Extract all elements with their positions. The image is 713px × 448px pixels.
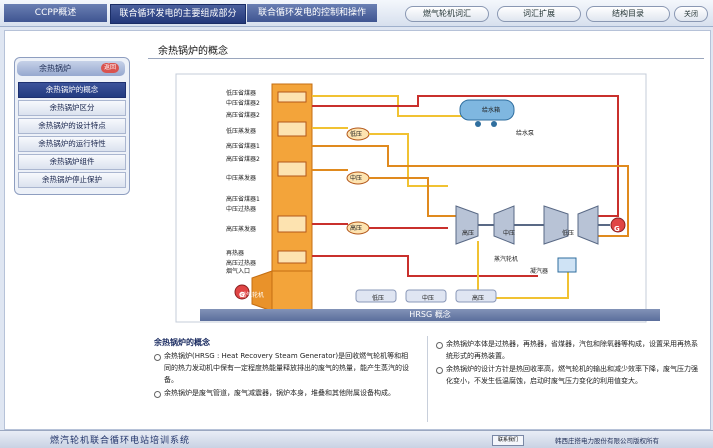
sidebar-back-button[interactable]: 返回: [101, 63, 119, 73]
label-feed-pump: 给水泵: [516, 130, 535, 137]
boiler-casing: [271, 83, 313, 283]
pipe-hp-main: [312, 95, 619, 217]
coil-hp-evaporator: [277, 215, 307, 233]
st-generator-icon: [610, 217, 626, 233]
sidebar-header-label: 余热锅炉: [39, 64, 71, 73]
legend-lp-button[interactable]: 低压: [372, 295, 385, 302]
label-boiler-section: 高压省煤器1: [226, 196, 260, 203]
label-turbine-lp: 低压: [562, 230, 575, 237]
legend-hp-button[interactable]: 高压: [472, 295, 485, 302]
sidebar-item-operating-characteristics[interactable]: 余热锅炉的运行特性: [18, 136, 126, 152]
sidebar-item-concept[interactable]: 余热锅炉的概念: [18, 82, 126, 98]
label-boiler-section: 高压省煤器2: [226, 112, 260, 119]
label-turbine-ip: 中压: [503, 230, 516, 237]
tab-main-components[interactable]: 联合循环发电的主要组成部分: [110, 4, 246, 24]
label-drum-ip: 中压: [350, 175, 363, 182]
sidebar-item-shutdown-protection[interactable]: 余热锅炉停止保护: [18, 172, 126, 188]
paragraph-1: 余热锅炉(HRSG : Heat Recovery Steam Generato…: [164, 352, 409, 384]
feedwater-tank-icon: [459, 99, 515, 121]
label-boiler-section: 中压蒸发器: [226, 175, 257, 182]
top-navigation: CCPP概述 联合循环发电的主要组成部分 联合循环发电的控制和操作 燃气轮机词汇…: [0, 0, 713, 27]
label-boiler-section: 低压省煤器: [226, 90, 257, 97]
sidebar-header: 余热锅炉 返回: [17, 61, 125, 76]
legend-ip-button[interactable]: 中压: [422, 295, 435, 302]
label-boiler-section: 低压蒸发器: [226, 128, 257, 135]
copyright: 韩西庄搭电力股份有限公司版权所有: [555, 437, 659, 445]
contact-button[interactable]: 联系我们: [492, 435, 524, 446]
gt-generator-icon: [234, 284, 250, 300]
label-boiler-section: 中压过热器: [226, 206, 257, 213]
section-heading: 余热锅炉的概念: [154, 338, 210, 347]
label-drum-hp: 高压: [350, 225, 363, 232]
paragraph-4: 余热锅炉的设计方针是热回收率高，燃气轮机的输出和减少效率下降，废气压力强化变小，…: [446, 365, 698, 385]
bullet-icon: [436, 342, 443, 349]
legend-hp-bg: [455, 289, 497, 303]
label-feedwater-tank: 给水箱: [482, 107, 501, 114]
sidebar-item-design-features[interactable]: 余热锅炉的设计特点: [18, 118, 126, 134]
feed-pump-icon: [475, 121, 481, 127]
glossary-button[interactable]: 燃气轮机词汇: [405, 6, 489, 22]
label-st-generator: G: [614, 225, 620, 233]
legend-lp-bg: [355, 289, 397, 303]
title-divider: [148, 58, 704, 59]
label-drum-lp: 低压: [350, 131, 363, 138]
label-boiler-section: 烟气入口: [226, 268, 251, 275]
turbine-ip-icon: [493, 205, 515, 245]
pipe-reheat: [312, 255, 538, 277]
pipe-ip-2: [369, 177, 458, 217]
sidebar-item-components[interactable]: 余热锅炉组件: [18, 154, 126, 170]
turbine-hp-icon: [455, 205, 479, 245]
feed-pump-icon-2: [491, 121, 497, 127]
vocabulary-expansion-button[interactable]: 词汇扩展: [497, 6, 581, 22]
page-title: 余热锅炉的概念: [158, 46, 228, 57]
legend-ip-bg: [405, 289, 447, 303]
label-condenser: 凝汽器: [530, 268, 549, 275]
turbine-lp-icon: [543, 205, 569, 245]
coil-reheater: [277, 250, 307, 264]
label-gt-generator: G: [239, 291, 245, 299]
structure-index-button[interactable]: 结构目录: [586, 6, 670, 22]
system-name: 燃汽轮机联合循环电站培训系统: [50, 436, 191, 446]
label-turbine-hp: 高压: [462, 230, 475, 237]
label-steam-turbine: 蒸汽轮机: [494, 256, 519, 263]
close-button[interactable]: 关闭: [674, 6, 708, 22]
paragraph-2: 余热锅炉是废气管道，废气减震器，锅炉本身，堆叠和其他附属设备构成。: [164, 389, 395, 397]
paragraph-3: 余热锅炉本体是过热器，再热器，省煤器，汽包和除氧器等构成，设置采用再热系统形式的…: [446, 340, 698, 360]
tab-ccpp-overview[interactable]: CCPP概述: [4, 4, 107, 22]
label-boiler-section: 高压过热器: [226, 260, 257, 267]
label-boiler-section: 高压蒸发器: [226, 226, 257, 233]
diagram-caption: HRSG 概念: [200, 309, 660, 321]
label-boiler-section: 高压省煤器1: [226, 143, 260, 150]
bullet-icon: [154, 391, 161, 398]
bullet-icon: [154, 354, 161, 361]
label-boiler-section: 中压省煤器2: [226, 100, 260, 107]
label-boiler-section: 高压省煤器2: [226, 156, 260, 163]
coil-lp-evaporator: [277, 121, 307, 137]
coil-lp-economizer: [277, 91, 307, 103]
bullet-icon: [436, 367, 443, 374]
tab-control-operation[interactable]: 联合循环发电的控制和操作: [247, 4, 377, 22]
column-divider: [427, 336, 428, 422]
coil-ip-evaporator: [277, 161, 307, 177]
pipe-condensate: [477, 241, 569, 299]
pipe-ip-main: [312, 145, 629, 237]
label-gas-turbine: 燃气轮机: [240, 292, 265, 299]
condenser-icon: [557, 257, 577, 273]
footer: 燃汽轮机联合循环电站培训系统 联系我们 韩西庄搭电力股份有限公司版权所有: [0, 430, 713, 448]
sidebar-item-classification[interactable]: 余热锅炉区分: [18, 100, 126, 116]
label-boiler-section: 再热器: [226, 250, 245, 257]
turbine-lp2-icon: [577, 205, 599, 245]
hrsg-diagram: [175, 73, 647, 323]
sidebar: 余热锅炉 返回 余热锅炉的概念 余热锅炉区分 余热锅炉的设计特点 余热锅炉的运行…: [14, 57, 130, 195]
boiler-inlet-duct: [271, 270, 313, 312]
